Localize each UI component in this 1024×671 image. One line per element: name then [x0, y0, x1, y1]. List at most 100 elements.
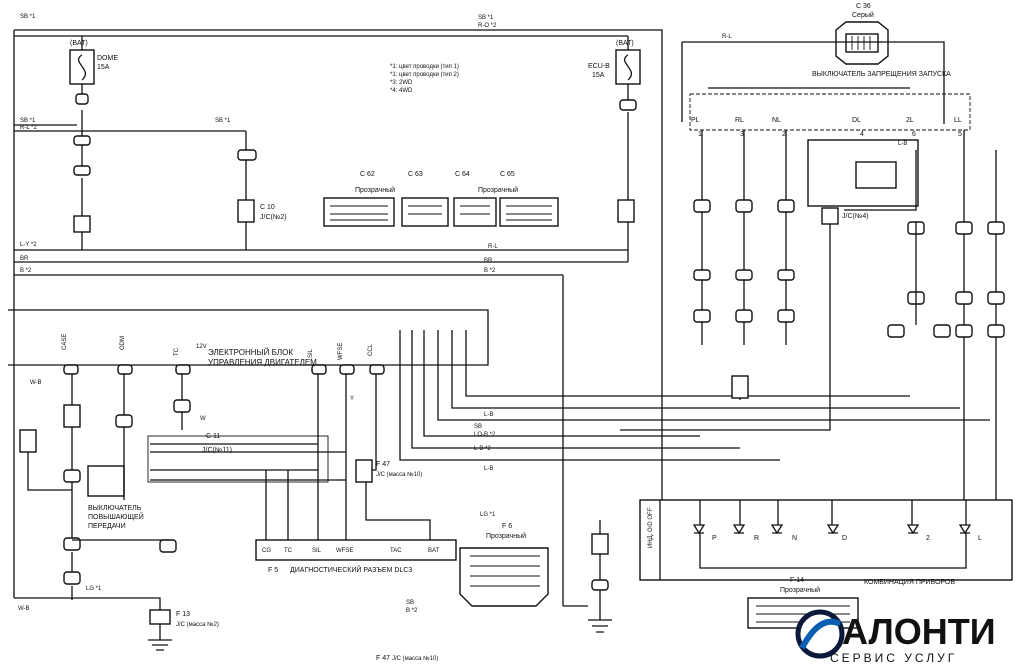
legend-3: *3: 2WD — [390, 80, 413, 86]
f5-label: F 5 — [268, 567, 278, 574]
svg-text:6: 6 — [912, 131, 916, 138]
v12-label: 12V — [196, 344, 207, 350]
wire-w-label: W — [200, 416, 206, 422]
wire-rl-label: R-L — [488, 244, 498, 250]
logo-tagline: СЕРВИС УСЛУГ — [830, 651, 957, 665]
immobilizer-label: ВЫКЛЮЧАТЕЛЬ ЗАПРЕЩЕНИЯ ЗАПУСКА — [812, 71, 951, 78]
ecub-fuse-rating: 15A — [592, 72, 605, 79]
wire-br-label: BR — [20, 256, 29, 262]
dlc-pins: CG TC SIL WFSE TAC BAT — [262, 548, 440, 554]
wire-lb-1: L-B — [898, 141, 907, 147]
f47-label: F 47 — [376, 461, 390, 468]
c63-label: C 63 — [408, 171, 423, 178]
wire-lb2-mid: L-B *2 — [474, 446, 491, 452]
f13-label: F 13 — [176, 611, 190, 618]
wire-lg-mid: LG *1 — [480, 512, 496, 518]
switch-output-connectors — [693, 199, 1005, 338]
jc-mass2-label: J/C (масса №2) — [176, 621, 219, 628]
svg-text:DL: DL — [852, 117, 861, 124]
left-wire-sb: SB *1 — [20, 14, 36, 20]
f14-label: F 14 — [790, 577, 804, 584]
wire-lo2-mid: LO-B *2 — [474, 432, 496, 438]
overdrive-label-1: ВЫКЛЮЧАТЕЛЬ — [88, 505, 142, 512]
svg-text:TC: TC — [284, 548, 293, 554]
combo-indicators: ИНД. O/D OFF P R N D 2 L — [648, 507, 982, 548]
transparent-label-3: Прозрачный — [486, 532, 526, 540]
wire-b2-label-2: B *2 — [484, 268, 496, 274]
wire-rl-top: R-L — [722, 34, 732, 40]
dlc3-label: ДИАГНОСТИЧЕСКИЙ РАЗЪЕМ DLC3 — [290, 565, 412, 574]
top-wire-sb: SB *1 — [478, 15, 494, 21]
c10-label: C 10 — [260, 204, 275, 211]
switch-pins: PL RL NL DL 2L LL 1 3 2 4 6 5 — [691, 117, 962, 138]
svg-text:5: 5 — [958, 131, 962, 138]
ecu-pins: CASE ODM TC SIL WFSE CCL — [62, 334, 374, 360]
legend-2: *1: цвет проводки (тип 2) — [390, 72, 459, 78]
connector-pictures: C 62 C 63 C 64 C 65 Прозрачный Прозрачны… — [323, 171, 559, 227]
ecu-label-1: ЭЛЕКТРОННЫЙ БЛОК — [208, 348, 293, 357]
wire-lb-mid-2: L-B — [484, 466, 493, 472]
combination-label: КОМБИНАЦИЯ ПРИБОРОВ — [864, 579, 955, 586]
svg-text:TC: TC — [174, 347, 180, 356]
svg-text:1: 1 — [698, 131, 702, 138]
c11-label: C 11 — [206, 433, 220, 440]
svg-text:WFSE: WFSE — [336, 548, 353, 554]
wire-b2-bottom: B *2 — [406, 608, 418, 614]
wire-wb-label-2: W-B — [18, 606, 30, 612]
ecub-fuse-tag: (BAT) — [616, 40, 634, 47]
ecub-fuse-name: ECU-B — [588, 63, 610, 70]
svg-text:L: L — [978, 535, 982, 542]
overdrive-label-3: ПЕРЕДАЧИ — [88, 523, 126, 530]
jc-mass10-label-2: J/C (масса №10) — [392, 655, 438, 662]
wire-lg-label: LG *1 — [86, 586, 102, 592]
wire-rl2-label: R-L *2 — [20, 125, 37, 131]
transparent-label-2: Прозрачный — [478, 186, 518, 194]
c62-label: C 62 — [360, 171, 375, 178]
jc11-label: J/C(№11) — [202, 447, 232, 454]
svg-text:LL: LL — [954, 117, 962, 124]
wire-sb-bottom: SB — [406, 600, 414, 606]
alonti-logo: АЛОНТИ СЕРВИС УСЛУГ — [790, 606, 1020, 666]
svg-text:ИНД. O/D OFF: ИНД. O/D OFF — [648, 507, 654, 548]
svg-text:SIL: SIL — [312, 548, 322, 554]
svg-text:TAC: TAC — [390, 548, 402, 554]
svg-text:NL: NL — [772, 117, 781, 124]
dlc3-block — [255, 539, 457, 561]
svg-text:N: N — [792, 535, 797, 542]
overdrive-label-2: ПОВЫШАЮЩЕЙ — [88, 512, 144, 521]
ecu-label-2: УПРАВЛЕНИЯ ДВИГАТЕЛЕМ — [208, 358, 317, 367]
svg-text:ODM: ODM — [120, 336, 126, 350]
logo-swoosh-icon — [799, 618, 842, 650]
wire-br-label-2: BR — [484, 258, 493, 264]
legend-1: *1: цвет проводки (тип 1) — [390, 64, 459, 70]
c36-connector: C 36 Серый — [835, 3, 889, 65]
ecu-connectors — [63, 364, 385, 585]
svg-text:BAT: BAT — [428, 548, 440, 554]
svg-text:2: 2 — [926, 535, 930, 542]
c64-label: C 64 — [455, 171, 470, 178]
jc-mass10-label: J/C (масса №10) — [376, 471, 422, 478]
f47-label-2: F 47 — [376, 655, 390, 662]
transparent-label-1: Прозрачный — [355, 186, 395, 194]
indicator-leds — [692, 524, 972, 535]
svg-text:P: P — [712, 535, 717, 542]
wire-sb-label-2: SB *1 — [215, 118, 231, 124]
dome-fuse-rating: 15A — [97, 64, 110, 71]
wire-y-label: Y — [350, 396, 354, 402]
svg-text:3: 3 — [740, 131, 744, 138]
dome-fuse-name: DOME — [97, 55, 118, 62]
svg-text:RL: RL — [735, 117, 744, 124]
svg-text:R: R — [754, 535, 759, 542]
svg-text:WFSE: WFSE — [338, 343, 344, 360]
svg-text:2L: 2L — [906, 117, 914, 124]
wire-wb-label: W-B — [30, 380, 42, 386]
logo-brand: АЛОНТИ — [842, 611, 996, 652]
logo-ring-icon — [795, 609, 845, 659]
transparent-label-4: Прозрачный — [780, 586, 820, 594]
combination-meter — [639, 499, 1013, 581]
svg-text:PL: PL — [691, 117, 700, 124]
jc4-label: J/C(№4) — [842, 213, 869, 220]
gray-label: Серый — [852, 11, 874, 19]
dome-fuse-tag: (BAT) — [70, 40, 88, 47]
